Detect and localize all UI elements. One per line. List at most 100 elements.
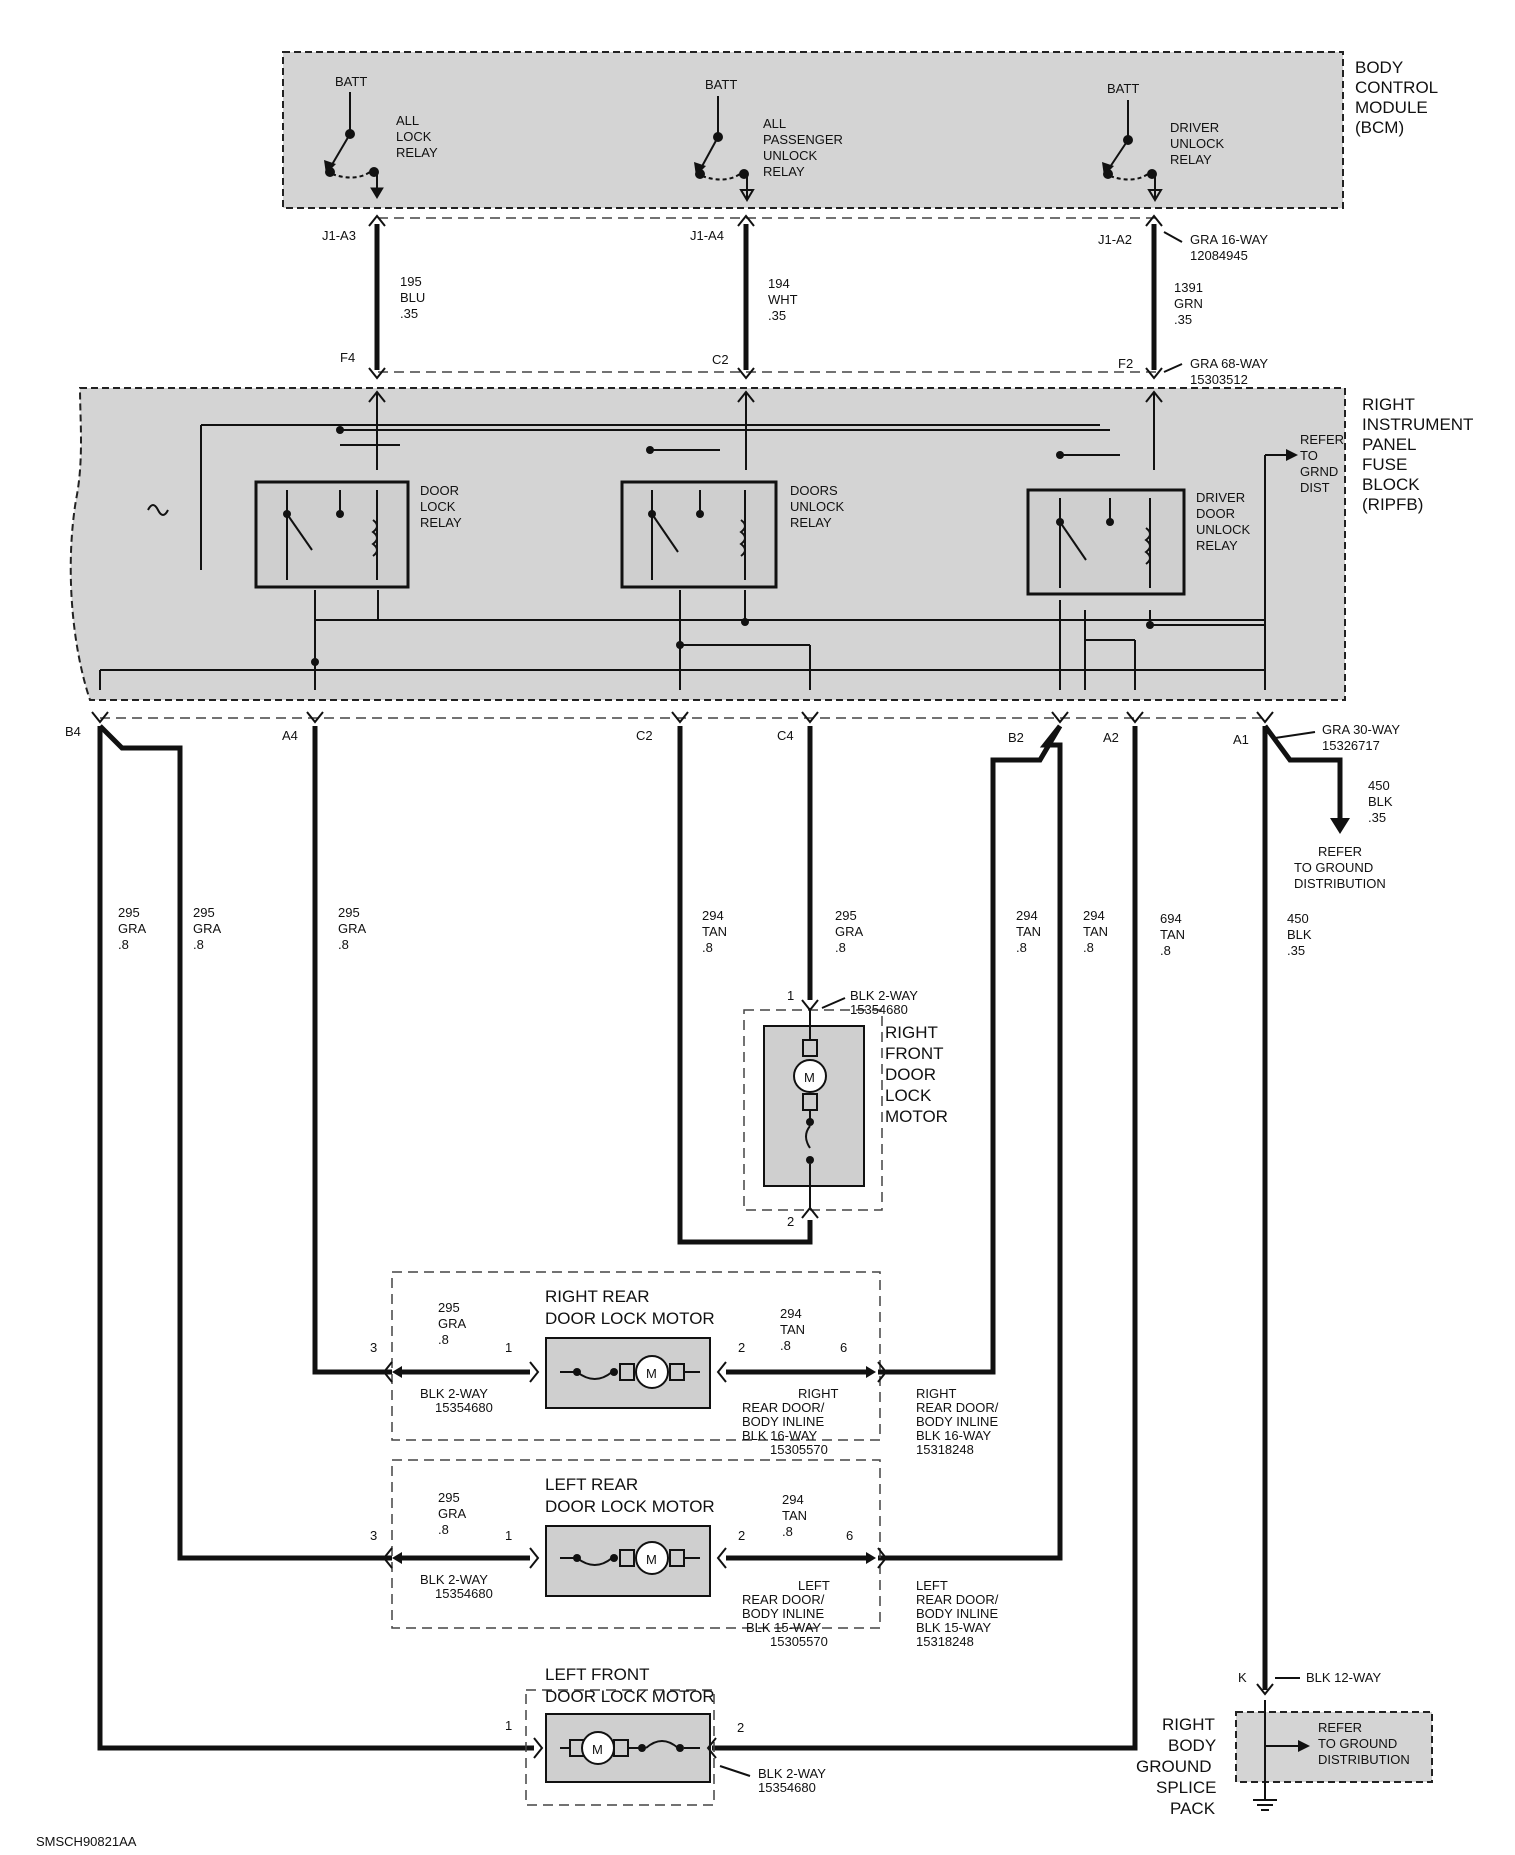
svg-text:BLK 15-WAY: BLK 15-WAY xyxy=(746,1620,821,1635)
svg-text:295: 295 xyxy=(193,905,215,920)
svg-text:15354680: 15354680 xyxy=(758,1780,816,1795)
svg-text:.35: .35 xyxy=(768,308,786,323)
svg-text:UNLOCK: UNLOCK xyxy=(790,499,845,514)
svg-text:TO GROUND: TO GROUND xyxy=(1294,860,1373,875)
svg-text:TO: TO xyxy=(1300,448,1318,463)
svg-text:1: 1 xyxy=(505,1340,512,1355)
svg-text:DRIVER: DRIVER xyxy=(1170,120,1219,135)
svg-text:UNLOCK: UNLOCK xyxy=(763,148,818,163)
svg-text:295: 295 xyxy=(835,908,857,923)
svg-text:BLU: BLU xyxy=(400,290,425,305)
svg-text:UNLOCK: UNLOCK xyxy=(1170,136,1225,151)
svg-text:RELAY: RELAY xyxy=(420,515,462,530)
svg-text:GRA: GRA xyxy=(193,921,222,936)
svg-text:GROUND: GROUND xyxy=(1136,1757,1212,1776)
svg-text:15354680: 15354680 xyxy=(435,1400,493,1415)
bcm-title-4: (BCM) xyxy=(1355,118,1404,137)
right-front-door-lock-motor: M 1 2 BLK 2-WAY 15354680 RIGHT FRONT DOO… xyxy=(743,988,948,1229)
svg-text:LEFT FRONT: LEFT FRONT xyxy=(545,1665,650,1684)
svg-text:RIGHT: RIGHT xyxy=(916,1386,957,1401)
svg-text:15318248: 15318248 xyxy=(916,1634,974,1649)
bcm-title-1: BODY xyxy=(1355,58,1403,77)
svg-text:TAN: TAN xyxy=(702,924,727,939)
splice-pin-k: K xyxy=(1238,1670,1247,1685)
svg-text:194: 194 xyxy=(768,276,790,291)
bcm-connector-name: GRA 16-WAY xyxy=(1190,232,1268,247)
svg-text:BLK 2-WAY: BLK 2-WAY xyxy=(758,1766,826,1781)
ripfb-driver-door-unlock-relay: DRIVER DOOR UNLOCK RELAY xyxy=(1026,488,1251,596)
svg-text:GRA: GRA xyxy=(438,1316,467,1331)
svg-text:M: M xyxy=(646,1366,657,1381)
svg-text:.35: .35 xyxy=(1287,943,1305,958)
ripfb-internal-wiring: REFER TO GRND DIST xyxy=(99,390,1344,690)
svg-text:WHT: WHT xyxy=(768,292,798,307)
svg-text:BLK 2-WAY: BLK 2-WAY xyxy=(420,1386,488,1401)
svg-text:BODY INLINE: BODY INLINE xyxy=(742,1606,824,1621)
svg-text:TAN: TAN xyxy=(1016,924,1041,939)
pin-c2: C2 xyxy=(636,728,653,743)
svg-text:BLK 2-WAY: BLK 2-WAY xyxy=(850,988,918,1003)
svg-text:LEFT REAR: LEFT REAR xyxy=(545,1475,638,1494)
right-rear-door-lock-motor: RIGHT REAR DOOR LOCK MOTOR M 295 GRA .8 … xyxy=(370,1271,999,1457)
svg-text:DOOR LOCK MOTOR: DOOR LOCK MOTOR xyxy=(545,1309,715,1328)
svg-text:DISTRIBUTION: DISTRIBUTION xyxy=(1294,876,1386,891)
svg-text:ALL: ALL xyxy=(763,116,786,131)
svg-text:450: 450 xyxy=(1287,911,1309,926)
svg-text:.8: .8 xyxy=(438,1332,449,1347)
svg-text:GRN: GRN xyxy=(1174,296,1203,311)
svg-text:REAR DOOR/: REAR DOOR/ xyxy=(916,1400,999,1415)
svg-text:REAR DOOR/: REAR DOOR/ xyxy=(742,1400,825,1415)
bcm-to-ripfb-wires: J1-A3 J1-A4 J1-A2 F4 C2 F2 195 BLU .35 1… xyxy=(322,214,1268,387)
svg-text:REFER: REFER xyxy=(1318,1720,1362,1735)
svg-text:1391: 1391 xyxy=(1174,280,1203,295)
svg-text:6: 6 xyxy=(840,1340,847,1355)
svg-text:DOOR LOCK MOTOR: DOOR LOCK MOTOR xyxy=(545,1687,715,1706)
svg-text:DOOR LOCK MOTOR: DOOR LOCK MOTOR xyxy=(545,1497,715,1516)
svg-text:.8: .8 xyxy=(1016,940,1027,955)
svg-text:15354680: 15354680 xyxy=(850,1002,908,1017)
svg-text:.8: .8 xyxy=(1160,943,1171,958)
svg-text:INSTRUMENT: INSTRUMENT xyxy=(1362,415,1473,434)
svg-text:195: 195 xyxy=(400,274,422,289)
svg-text:15305570: 15305570 xyxy=(770,1442,828,1457)
svg-text:REFER: REFER xyxy=(1300,432,1344,447)
svg-text:RELAY: RELAY xyxy=(790,515,832,530)
svg-text:REAR DOOR/: REAR DOOR/ xyxy=(916,1592,999,1607)
harness-wires xyxy=(97,724,1350,1751)
svg-text:.8: .8 xyxy=(118,937,129,952)
svg-text:BODY: BODY xyxy=(1168,1736,1216,1755)
svg-text:1: 1 xyxy=(505,1528,512,1543)
bcm-title-3: MODULE xyxy=(1355,98,1428,117)
svg-text:DIST: DIST xyxy=(1300,480,1330,495)
svg-text:TAN: TAN xyxy=(1160,927,1185,942)
svg-text:BLK 15-WAY: BLK 15-WAY xyxy=(916,1620,991,1635)
svg-text:M: M xyxy=(804,1070,815,1085)
svg-text:BLK 12-WAY: BLK 12-WAY xyxy=(1306,1670,1381,1685)
svg-text:RELAY: RELAY xyxy=(763,164,805,179)
svg-text:BLOCK: BLOCK xyxy=(1362,475,1420,494)
svg-text:3: 3 xyxy=(370,1528,377,1543)
svg-text:GRA: GRA xyxy=(835,924,864,939)
svg-text:RELAY: RELAY xyxy=(396,145,438,160)
svg-text:15305570: 15305570 xyxy=(770,1634,828,1649)
left-rear-door-lock-motor: LEFT REAR DOOR LOCK MOTOR M 295 GRA .8 2… xyxy=(370,1459,999,1649)
pin-b4: B4 xyxy=(65,724,81,739)
svg-text:M: M xyxy=(646,1552,657,1567)
svg-text:BLK 2-WAY: BLK 2-WAY xyxy=(420,1572,488,1587)
svg-text:450: 450 xyxy=(1368,778,1390,793)
svg-text:M: M xyxy=(592,1742,603,1757)
svg-text:1: 1 xyxy=(505,1718,512,1733)
bcm-module: BODY CONTROL MODULE (BCM) xyxy=(282,51,1438,209)
svg-text:RIGHT: RIGHT xyxy=(1362,395,1415,414)
svg-text:RIGHT: RIGHT xyxy=(1162,1715,1215,1734)
pin-j1-a3: J1-A3 xyxy=(322,228,356,243)
svg-text:FUSE: FUSE xyxy=(1362,455,1407,474)
svg-text:294: 294 xyxy=(1016,908,1038,923)
svg-text:LOCK: LOCK xyxy=(396,129,432,144)
svg-text:295: 295 xyxy=(438,1300,460,1315)
svg-text:.35: .35 xyxy=(1174,312,1192,327)
svg-text:BLK 16-WAY: BLK 16-WAY xyxy=(742,1428,817,1443)
svg-text:RIGHT REAR: RIGHT REAR xyxy=(545,1287,650,1306)
svg-text:GRA: GRA xyxy=(338,921,367,936)
svg-text:.8: .8 xyxy=(782,1524,793,1539)
